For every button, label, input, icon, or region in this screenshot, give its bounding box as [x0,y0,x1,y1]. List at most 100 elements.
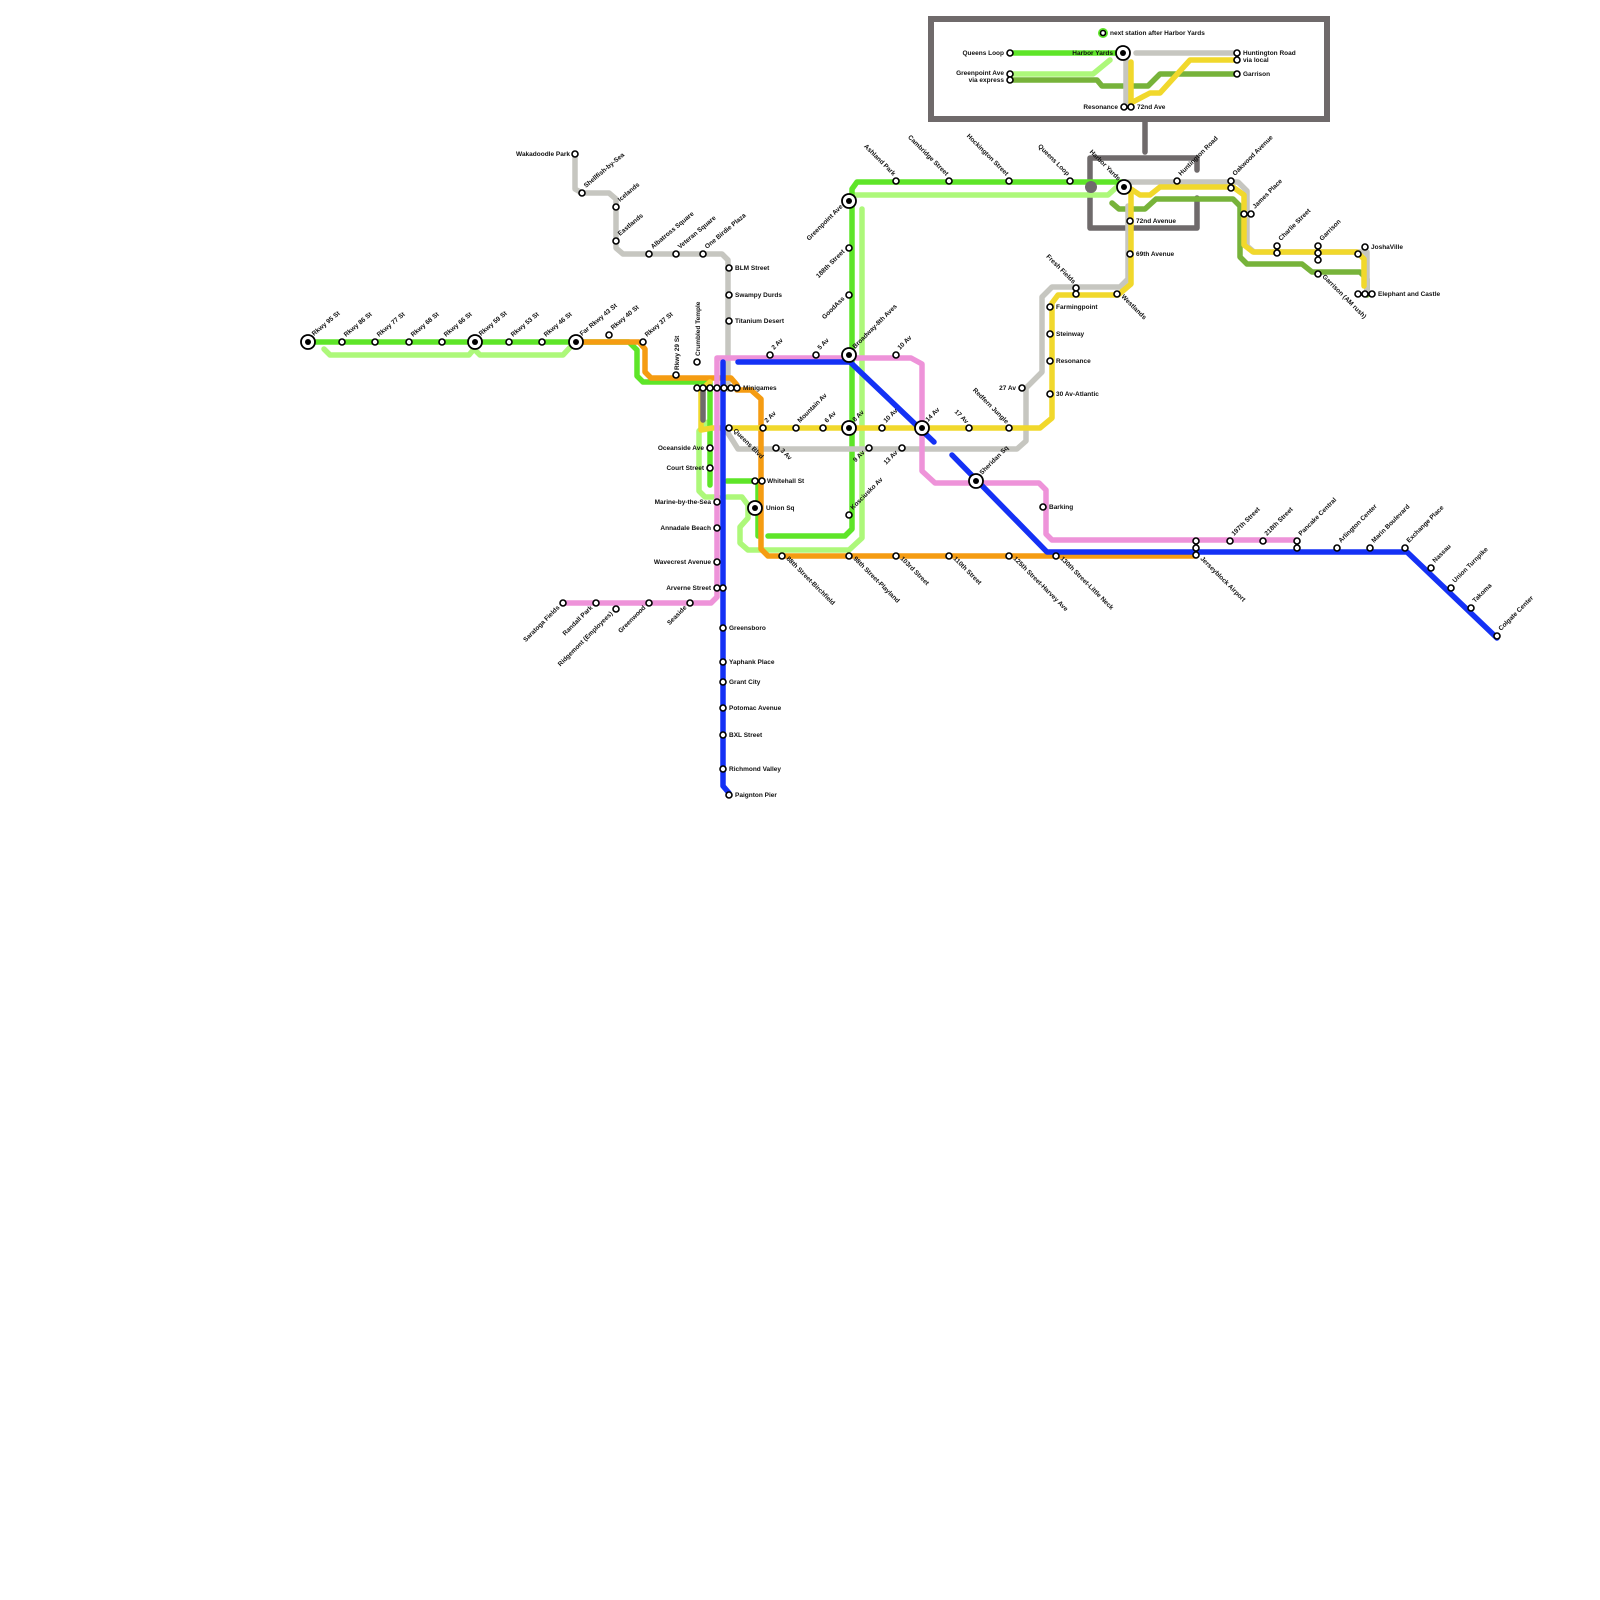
station-st98-marker [846,553,852,559]
station-rkwy86-label: Rkwy 86 St [343,311,374,339]
station-unionsq-marker [752,505,758,511]
station-arlington-marker [1334,545,1340,551]
station-st98[interactable]: 98th Street-Playland [846,553,901,605]
station-albatross[interactable]: Albatross Square [646,210,696,257]
station-takoma[interactable]: Takoma [1468,582,1494,611]
station-paignton[interactable]: Paignton Pier [726,792,777,799]
station-barking-label: Barking [1049,504,1073,511]
station-greensboro[interactable]: Greensboro [720,625,766,632]
station-nassau[interactable]: Nassau [1428,543,1453,571]
station-hockington[interactable]: Hockington Street [965,133,1012,184]
station-bxl[interactable]: BXL Street [720,732,763,739]
inset-title-station [1101,31,1106,36]
station-freshfields-label: Fresh Fields [1045,253,1077,285]
station-kosciusko-marker [846,512,852,518]
station-st188-label: 188th Street [815,248,847,280]
station-st98-label: 98th Street-Playland [852,555,901,604]
station-annadale-marker [714,525,720,531]
station-oceanside[interactable]: Oceanside Ave [658,445,713,452]
station-st125[interactable]: 125th Street-Harvey Ave [1006,553,1069,613]
station-st218-label: 218th Street [1263,506,1295,538]
station-saratoga-marker [560,600,566,606]
station-annadale[interactable]: Annadale Beach [660,525,720,532]
station-st88[interactable]: 88th Street-Birchfield [779,553,836,607]
inset-lightgreen-line [1010,60,1110,74]
station-av10-marker [879,425,885,431]
inset-huntington-1 [1234,50,1240,56]
station-shellfish-label: Shellfish-by-Sea [583,151,627,189]
station-arverne-marker [714,585,720,591]
station-broadway-label: Broadway-8th Aves [851,303,899,351]
station-st88-marker [779,553,785,559]
station-wavecrest[interactable]: Wavecrest Avenue [654,559,720,566]
station-queensloop[interactable]: Queens Loop [1036,143,1073,184]
station-av5top[interactable]: 5 Av [813,337,831,358]
station-st218-marker [1260,538,1266,544]
station-unionsq-label: Union Sq [766,505,795,512]
station-blm[interactable]: BLM Street [726,265,770,272]
station-wavecrest-label: Wavecrest Avenue [654,559,711,566]
station-steinway-label: Steinway [1056,331,1085,338]
station-yaphank[interactable]: Yaphank Place [720,659,775,666]
station-courtst[interactable]: Court Street [666,465,713,472]
station-swampy-label: Swampy Durds [735,292,782,299]
station-av30[interactable]: 30 Av-Atlantic [1047,391,1099,398]
station-st188[interactable]: 188th Street [815,245,852,280]
station-oakwood-marker [1228,185,1234,191]
station-paignton-marker [726,792,732,798]
station-richmond[interactable]: Richmond Valley [720,766,781,773]
station-rkwy37[interactable]: Rkwy 37 St [640,311,675,345]
station-colgate[interactable]: Colgate Center [1494,594,1535,639]
station-swampy[interactable]: Swampy Durds [726,292,782,299]
inset-yellow-line [1131,60,1237,103]
station-steinway-marker [1047,331,1053,337]
station-cambridge[interactable]: Cambridge Street [906,134,952,184]
inset-harbor-interchange-dot [1120,50,1126,56]
station-saratoga[interactable]: Saratoga Fields [522,600,566,644]
station-shellfish[interactable]: Shellfish-by-Sea [579,151,626,196]
station-arverne[interactable]: Arverne Street [666,585,726,592]
station-potomac-marker [720,705,726,711]
station-rkwy37-marker [640,339,646,345]
station-av27[interactable]: 27 Av [999,385,1025,392]
station-arlington[interactable]: Arlington Center [1334,503,1379,551]
inset-greenpoint-2 [1007,77,1013,83]
station-ave69[interactable]: 69th Avenue [1127,251,1175,258]
station-grantcity[interactable]: Grant City [720,679,761,686]
station-icelands[interactable]: Icelands [613,181,642,210]
station-grantcity-label: Grant City [729,679,761,686]
station-unionturnpike[interactable]: Union Turnpike [1448,546,1490,591]
station-rkwy86-marker [339,339,345,345]
station-barking[interactable]: Barking [1040,504,1073,511]
station-nassau-marker [1428,565,1434,571]
station-jerseyblock[interactable]: Jerseyblock Airport [1193,538,1247,604]
station-potomac[interactable]: Potomac Avenue [720,705,782,712]
station-crumbled[interactable]: Crumbled Temple [694,301,702,365]
station-av10top[interactable]: 10 Av [893,334,914,358]
station-garrison[interactable]: Garrison [1315,218,1343,263]
inset-queens-loop-label: Queens Loop [962,50,1004,57]
station-minigames-marker [707,385,713,391]
station-charlie-marker [1274,250,1280,256]
station-titanium[interactable]: Titanium Desert [726,318,785,325]
station-freshfields-marker [1073,291,1079,297]
station-pancake[interactable]: Pancake Central [1294,497,1338,551]
station-charlie[interactable]: Charlie Street [1274,207,1313,256]
station-eastlands-marker [613,238,619,244]
station-rkwy68-label: Rkwy 68 St [410,311,441,339]
station-unionsq[interactable]: Union Sq [748,501,795,515]
station-ashland[interactable]: Ashland Park [862,143,899,184]
station-redfern[interactable]: Redfern Jungle [971,387,1012,431]
station-av2top[interactable]: 2 Av [767,337,785,358]
station-ave72[interactable]: 72nd Avenue [1127,218,1176,225]
station-wakadoodle[interactable]: Wakadoodle Park [516,151,578,158]
station-westlands[interactable]: Westlands [1114,291,1148,322]
inset-queens-loop [1007,50,1013,56]
station-whitehall[interactable]: Whitehall St [752,478,805,485]
station-goodass[interactable]: GoodAss [821,292,852,321]
station-marine[interactable]: Marine-by-the-Sea [655,499,720,506]
station-av14-label: 14 Av [924,406,941,423]
inset-huntington-label-2: via local [1243,57,1269,64]
station-greenpoint[interactable]: Greenpoint Ave [806,194,856,242]
station-rkwy29[interactable]: Rkwy 29 St [673,335,681,378]
